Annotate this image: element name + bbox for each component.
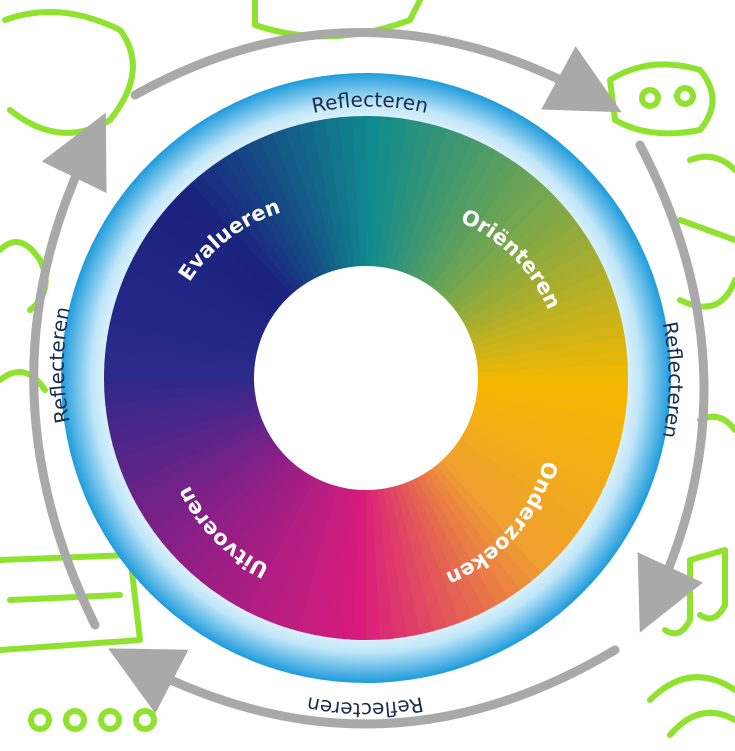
arrow-top-right	[130, 28, 622, 113]
center-hole	[254, 266, 478, 490]
doodle-puzzle-topleft	[2, 9, 136, 136]
arrow-right-down	[635, 140, 709, 633]
doodle-dot-2	[63, 708, 87, 732]
doodle-dot-3	[98, 708, 122, 732]
doodle-shape-right	[677, 217, 735, 310]
doodle-dot-4	[133, 708, 157, 732]
doodle-leaf-bottomright	[647, 674, 735, 738]
reflect-label-bottom: Reflecteren	[305, 692, 426, 722]
doodle-dot-1	[28, 708, 52, 732]
cycle-arrows	[29, 28, 709, 729]
doodle-eye-1	[639, 87, 661, 109]
arrow-bottom-left	[108, 645, 620, 729]
doodle-face-topright	[607, 61, 716, 137]
doodle-eye-2	[674, 85, 696, 107]
arrow-left-up	[29, 112, 107, 630]
